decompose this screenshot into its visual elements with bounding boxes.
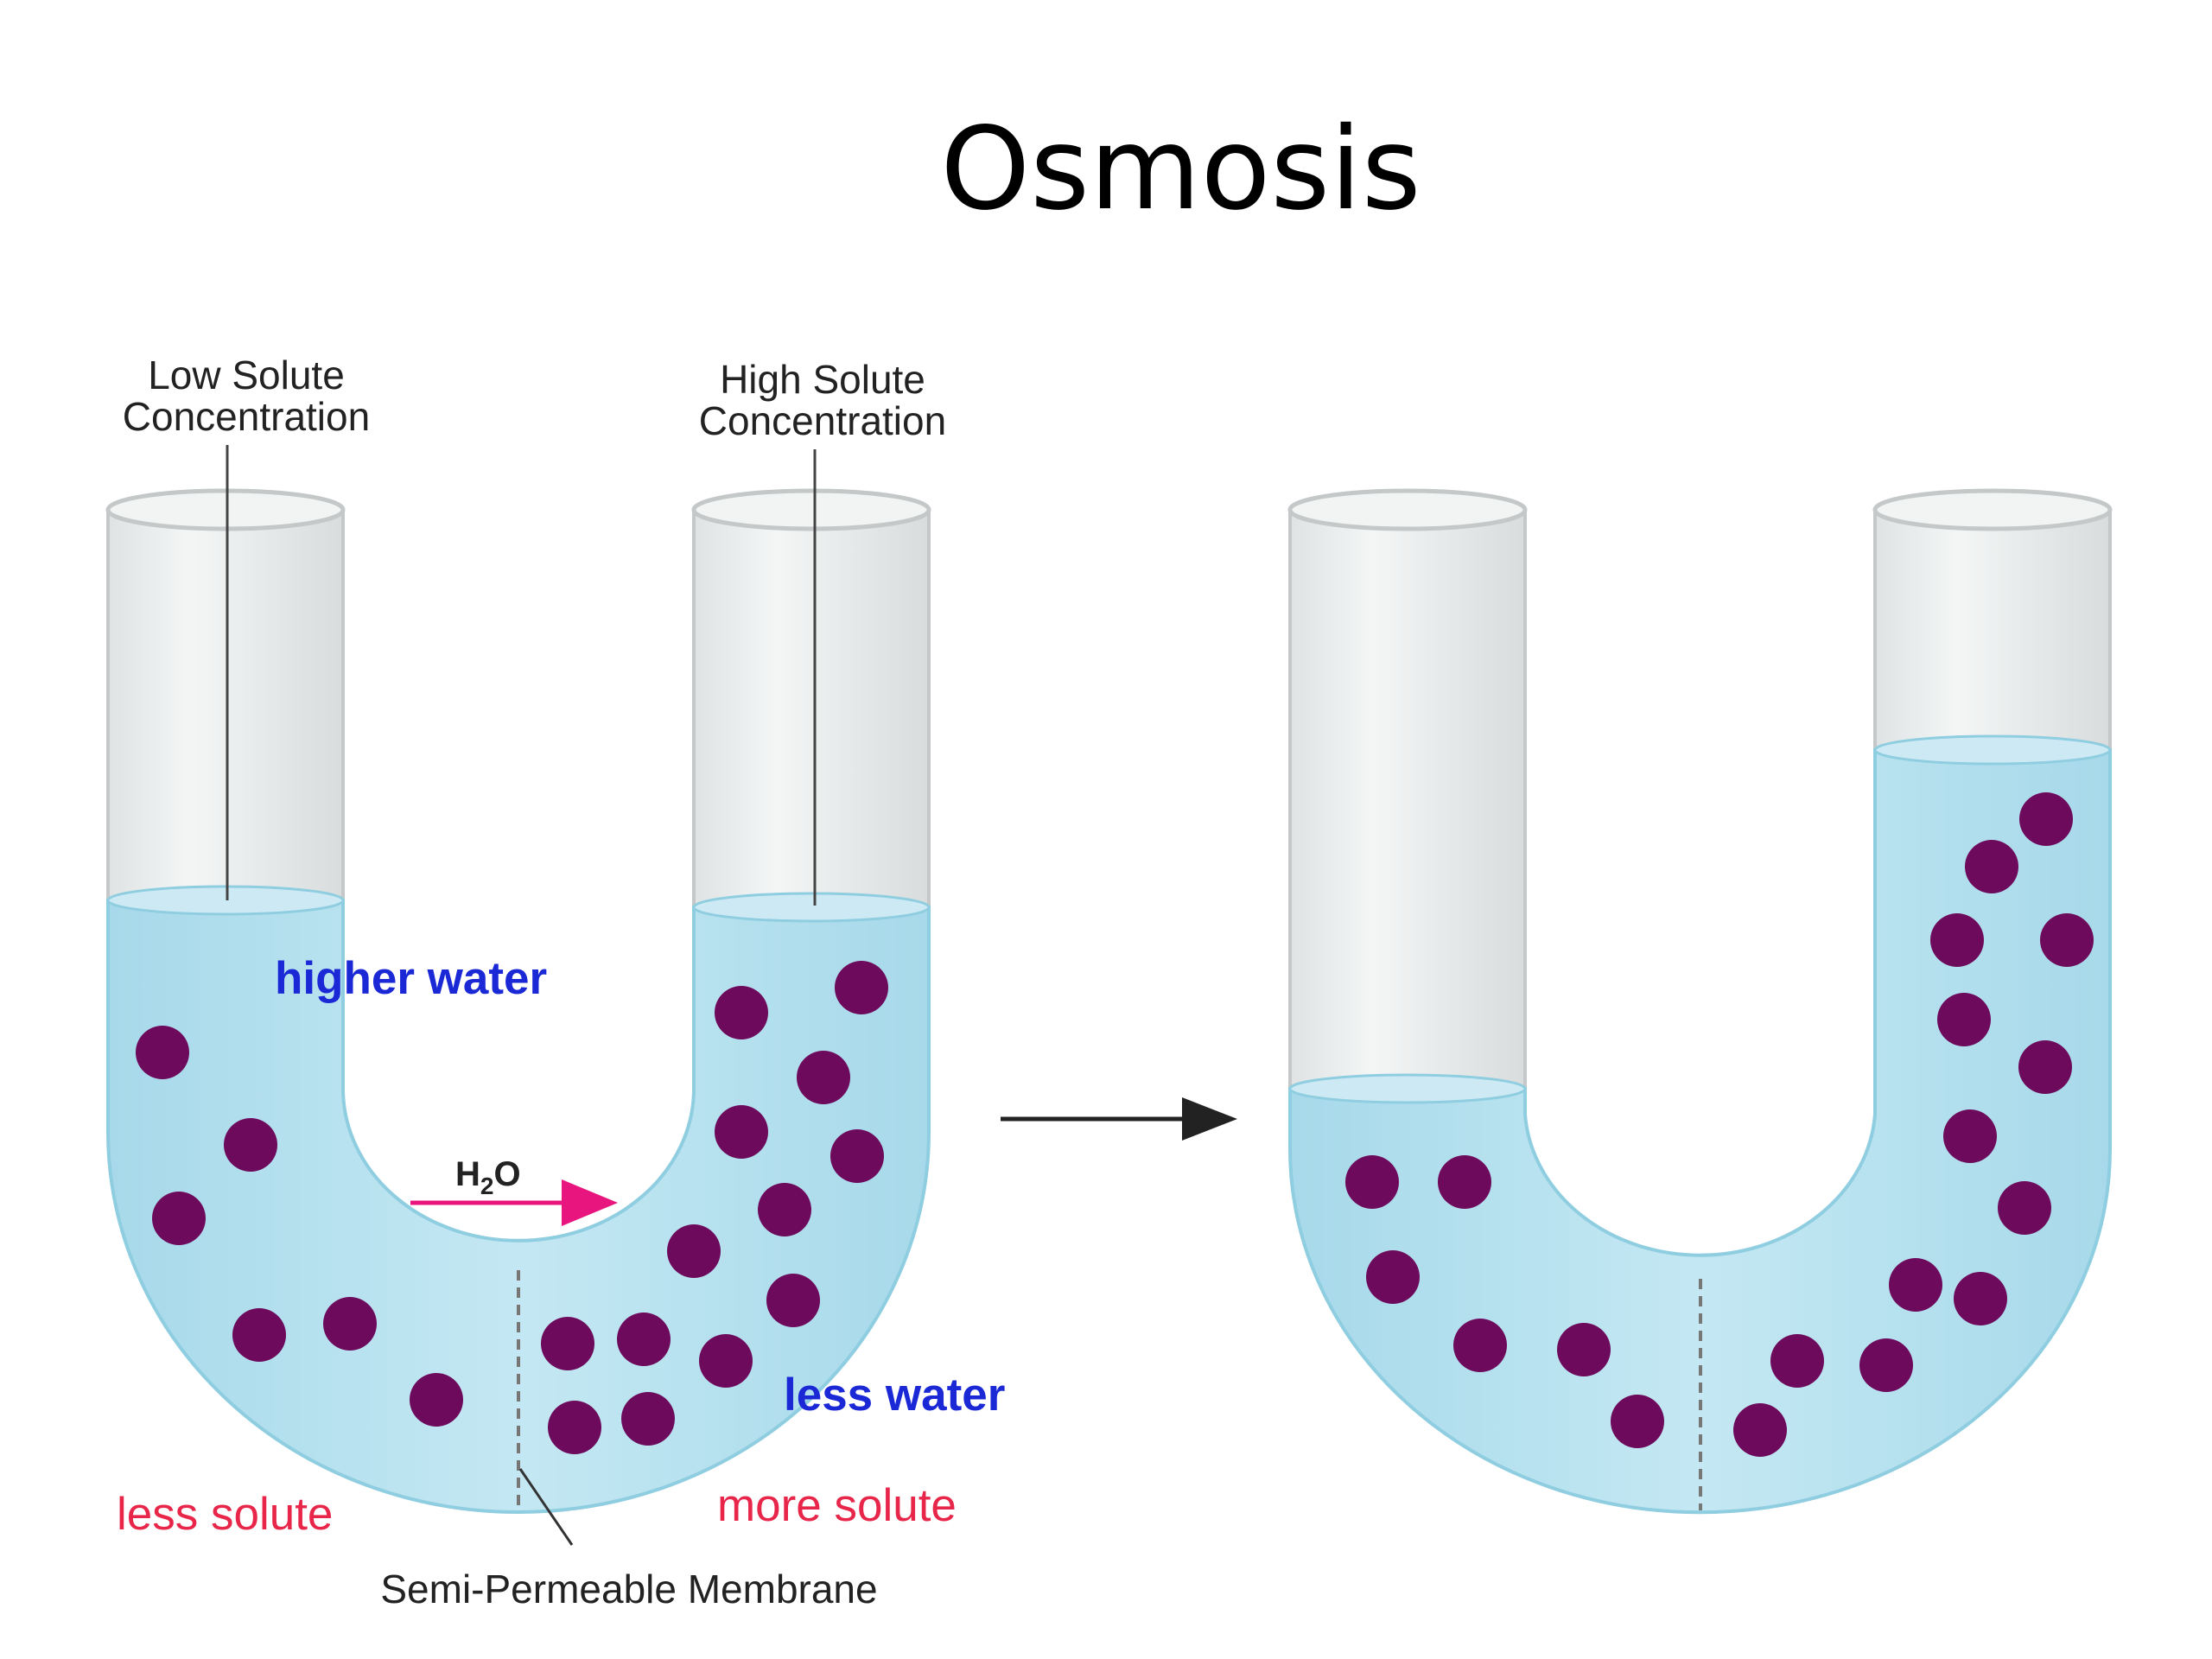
circle-icon (1611, 1395, 1664, 1448)
glass-arm-right (1873, 508, 2112, 758)
liquid-surface-right (692, 892, 931, 923)
circle-icon (1943, 1109, 1997, 1163)
circle-icon (1557, 1323, 1611, 1376)
circle-icon (1345, 1155, 1399, 1209)
circle-icon (224, 1118, 277, 1172)
circle-icon (758, 1183, 811, 1236)
glass-rim-left (1287, 488, 1528, 531)
glass-rim-right (691, 488, 931, 531)
circle-icon (797, 1051, 850, 1104)
circle-icon (136, 1026, 189, 1079)
circle-icon (1733, 1403, 1787, 1457)
circle-icon (617, 1313, 671, 1366)
circle-icon (830, 1129, 884, 1183)
label-less-solute: less solute (117, 1489, 333, 1540)
solute-particles-after (1345, 792, 2094, 1457)
circle-icon (715, 986, 768, 1039)
circle-icon (1965, 840, 2018, 893)
circle-icon (667, 1224, 721, 1278)
circle-icon (1937, 993, 1991, 1046)
label-high-solute-line2: Concentration (699, 398, 946, 443)
label-more-solute: more solute (717, 1480, 957, 1531)
circle-icon (835, 961, 888, 1014)
circle-icon (541, 1317, 594, 1370)
circle-icon (1770, 1334, 1824, 1388)
circle-icon (1889, 1258, 1942, 1312)
circle-icon (1998, 1181, 2051, 1235)
label-semi-permeable-membrane: Semi-Permeable Membrane (380, 1567, 877, 1611)
circle-icon (1453, 1319, 1507, 1372)
circle-icon (699, 1334, 753, 1388)
label-h2o-h: H (455, 1155, 480, 1193)
circle-icon (232, 1308, 286, 1362)
circle-icon (410, 1373, 463, 1427)
arrow-right-icon (410, 1179, 618, 1226)
glass-arm-left (1288, 508, 1527, 1095)
label-h2o-o: O (493, 1155, 520, 1193)
solute-particles-before (136, 961, 888, 1454)
label-h2o-sub: 2 (480, 1173, 494, 1199)
circle-icon (323, 1297, 377, 1351)
circle-icon (1859, 1338, 1913, 1392)
liquid-surface-left (106, 885, 345, 916)
glass-rim-left (105, 488, 346, 531)
label-low-solute-line1: Low Solute (148, 353, 345, 397)
circle-icon (715, 1105, 768, 1159)
label-h2o: H2O (455, 1155, 521, 1199)
glass-rim-right (1872, 488, 2113, 531)
circle-icon (152, 1192, 206, 1245)
liquid-surface-left (1288, 1073, 1527, 1104)
pointer-membrane (518, 1468, 574, 1546)
circle-icon (1954, 1272, 2007, 1325)
arrow-right-icon (1001, 1097, 1237, 1141)
circle-icon (766, 1274, 820, 1327)
circle-icon (2040, 913, 2094, 967)
circle-icon (1930, 913, 1984, 967)
label-higher-water: higher water (275, 953, 547, 1004)
liquid-surface-right (1873, 734, 2112, 766)
circle-icon (2019, 792, 2073, 846)
label-low-solute-line2: Concentration (123, 394, 370, 439)
circle-icon (548, 1401, 601, 1454)
glass-arm-right (692, 508, 931, 909)
glass-arm-left (106, 508, 345, 909)
page-title: Osmosis (940, 103, 1421, 236)
circle-icon (621, 1392, 675, 1446)
circle-icon (2018, 1040, 2072, 1094)
liquid-after (1288, 748, 2112, 1515)
circle-icon (1366, 1250, 1420, 1304)
label-high-solute-line1: High Solute (720, 357, 925, 402)
u-tube-after (1287, 488, 2113, 1515)
circle-icon (1438, 1155, 1491, 1209)
label-less-water: less water (784, 1370, 1005, 1421)
